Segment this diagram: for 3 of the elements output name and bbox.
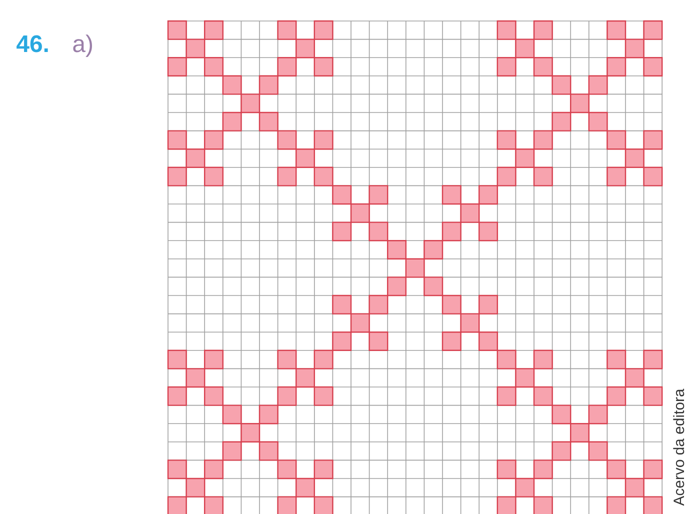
exercise-number: 46. bbox=[16, 35, 48, 52]
credit-text: Acervo da editora bbox=[673, 388, 684, 506]
item-label: a) bbox=[73, 34, 92, 57]
